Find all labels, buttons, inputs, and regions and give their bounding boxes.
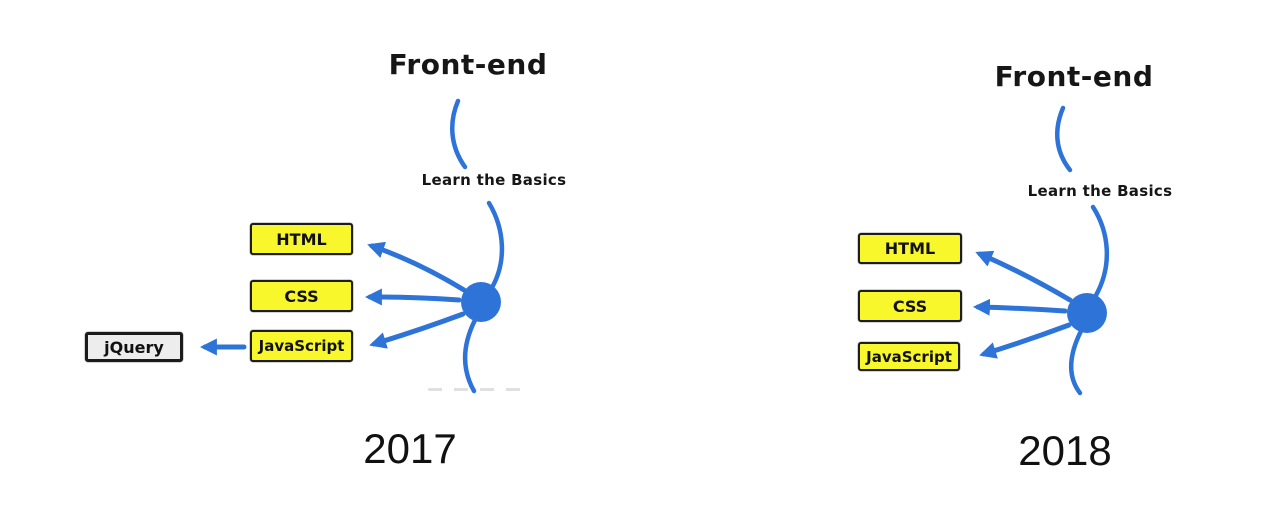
- arrow-to-html-2017: [367, 241, 467, 293]
- topic-box-javascript-2017: JavaScript: [250, 330, 353, 362]
- basics-node-circle-2017: [461, 282, 501, 322]
- diagram-2017-connectors: [199, 98, 505, 394]
- topic-box-label: HTML: [884, 239, 936, 258]
- topic-box-css-2017: CSS: [250, 280, 353, 312]
- topic-box-html-2018: HTML: [858, 233, 962, 264]
- branch-curve-title-2018: [1055, 105, 1073, 173]
- topic-box-label: JavaScript: [866, 347, 952, 366]
- diagram-title-2017: Front-end: [388, 48, 548, 81]
- branch-curve-bottom-2017: [462, 317, 478, 394]
- topic-box-css-2018: CSS: [858, 290, 962, 322]
- branch-curve-title-2017: [450, 98, 468, 170]
- diagram-title-2018: Front-end: [994, 60, 1154, 93]
- topic-box-label: JavaScript: [258, 337, 345, 355]
- topic-box-html-2017: HTML: [250, 223, 353, 255]
- branch-curve-basics-2017: [486, 200, 505, 294]
- diagram-subtitle-2018: Learn the Basics: [1027, 182, 1173, 200]
- topic-box-label: HTML: [276, 229, 327, 249]
- arrow-to-javascript-2018: [979, 322, 1072, 359]
- arrow-to-javascript-2017: [369, 311, 466, 349]
- branch-curve-bottom-2018: [1068, 328, 1084, 396]
- arrow-to-css-2017: [364, 288, 462, 306]
- cropped-text-artifact: [428, 388, 524, 391]
- diagram-2018-connectors: [972, 105, 1109, 396]
- diagram-subtitle-2017: Learn the Basics: [421, 171, 567, 189]
- branch-curve-basics-2018: [1090, 204, 1109, 300]
- topic-box-label: CSS: [892, 296, 928, 316]
- arrow-to-css-2018: [972, 298, 1068, 316]
- topic-box-label: CSS: [284, 286, 319, 306]
- year-label-2017: 2017: [363, 425, 457, 472]
- arrow-to-html-2018: [975, 250, 1073, 303]
- topic-box-jquery-2017: jQuery: [85, 332, 183, 362]
- topic-box-javascript-2018: JavaScript: [858, 342, 960, 371]
- year-label-2018: 2018: [1018, 427, 1112, 474]
- basics-node-circle-2018: [1067, 293, 1107, 333]
- topic-box-label: jQuery: [104, 337, 164, 357]
